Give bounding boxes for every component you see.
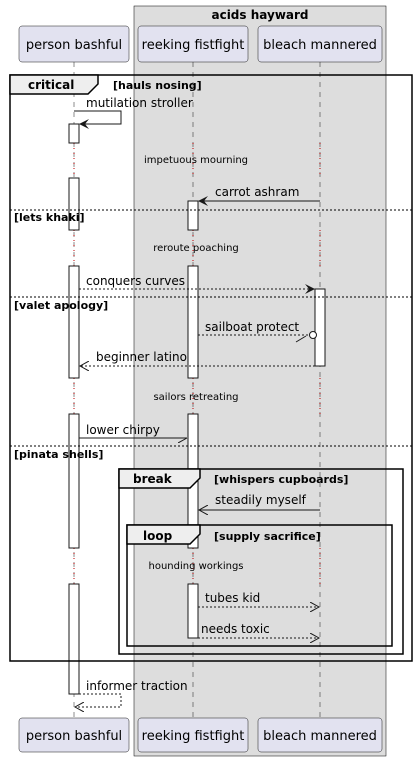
message-self: informer traction [75,679,188,707]
message-label: tubes kid [205,591,260,605]
else-condition: [pinata shells] [14,448,103,461]
else-condition: [valet apology] [14,299,108,312]
fragment-keyword: critical [28,78,74,92]
message-label: beginner latino [96,350,187,364]
message-label: mutilation stroller [86,96,193,110]
activation-bar [187,265,199,379]
activation-bar [68,177,80,231]
participant-label: reeking fistfight [142,38,245,53]
group-title: acids hayward [211,8,308,22]
activation-bar [187,583,199,639]
activation-bar [314,288,326,367]
delay-label: reroute poaching [153,243,239,254]
participant-label: bleach mannered [263,38,377,53]
delay-label: sailors retreating [153,392,238,403]
message-label: lower chirpy [86,423,160,437]
message-label: needs toxic [201,622,270,636]
message: needs toxic [198,622,319,638]
message: sailboat protect [198,320,317,343]
activation-bar [68,265,80,379]
participant-label: reeking fistfight [142,729,245,744]
participant-fistfight-bottom[interactable]: reeking fistfight [137,717,249,753]
participant-bashful-top[interactable]: person bashful [18,25,130,63]
activation-bar [68,413,80,549]
message: carrot ashram [198,185,320,206]
activation-bar [68,583,80,695]
participant-label: person bashful [26,38,122,53]
fragment-keyword: break [133,472,173,486]
message-label: steadily myself [215,493,307,507]
message: steadily myself [199,493,320,510]
fragment-condition: [hauls nosing] [113,79,202,92]
fragment-break: break [whispers cupboards] [118,468,404,655]
message: conquers curves [79,274,315,294]
activation-bar [187,200,199,231]
message-label: sailboat protect [205,320,299,334]
delay-label: hounding workings [149,561,244,572]
message-label: conquers curves [86,274,185,288]
participant-fistfight-top[interactable]: reeking fistfight [137,25,249,63]
participant-label: bleach mannered [263,729,377,744]
delay-label: impetuous mourning [144,155,248,166]
message-self: mutilation stroller [74,96,193,129]
participant-mannered-bottom[interactable]: bleach mannered [257,717,383,753]
else-condition: [lets khaki] [14,211,85,224]
participant-group: acids hayward [133,5,387,757]
message-label: informer traction [86,679,188,693]
message: beginner latino [80,350,315,366]
message: lower chirpy [79,423,187,438]
fragment-condition: [whispers cupboards] [214,473,348,486]
message: tubes kid [198,591,319,607]
participant-mannered-top[interactable]: bleach mannered [257,25,383,63]
participant-bashful-bottom[interactable]: person bashful [18,717,130,753]
fragment-critical: critical [hauls nosing] [lets khaki] [va… [9,74,413,662]
fragment-keyword: loop [143,529,173,543]
participant-label: person bashful [26,729,122,744]
fragment-loop: loop [supply sacrifice] [126,524,393,647]
message-label: carrot ashram [215,185,299,199]
activation-bar [68,123,80,144]
fragment-condition: [supply sacrifice] [214,530,321,543]
